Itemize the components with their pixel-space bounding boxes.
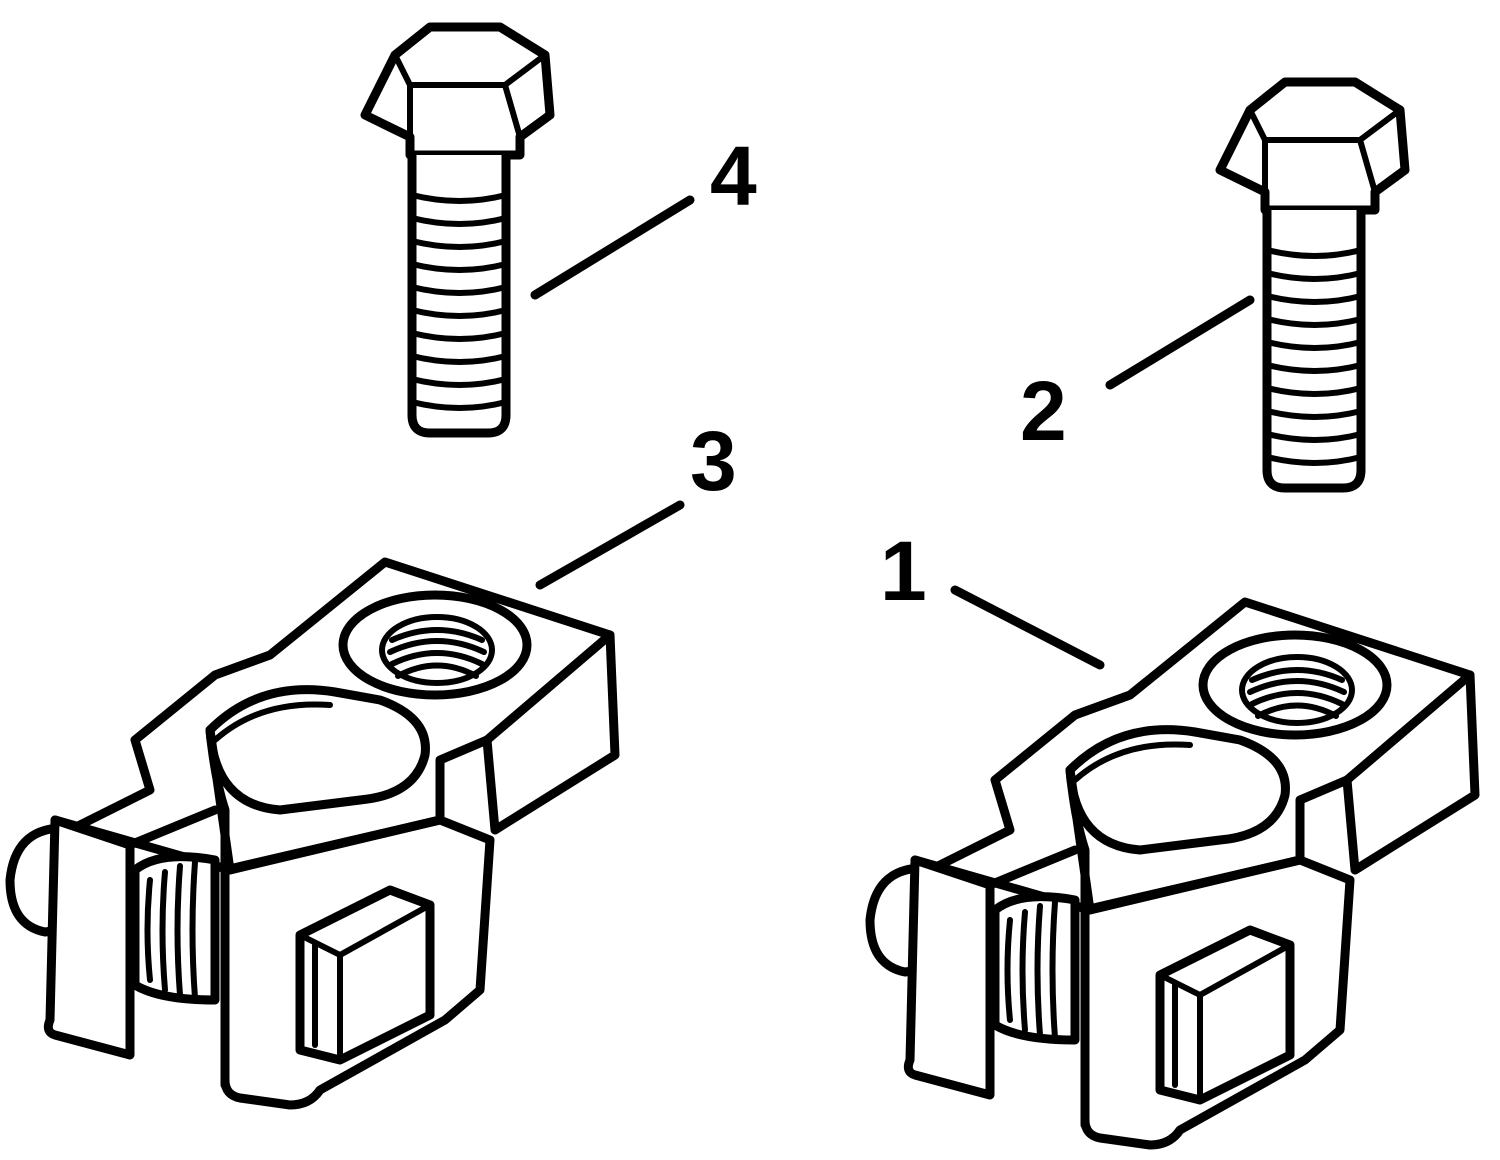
leader-line-4	[530, 195, 695, 300]
bolt-2	[1220, 82, 1405, 488]
bolt-4	[365, 27, 550, 433]
callout-1: 1	[880, 524, 927, 618]
leader-line-3	[535, 500, 685, 590]
callout-4: 4	[710, 129, 757, 223]
callout-3: 3	[690, 414, 737, 508]
callout-2: 2	[1020, 364, 1067, 458]
clamp-3	[10, 562, 615, 1105]
leader-line-1	[950, 585, 1105, 670]
clamp-1	[870, 602, 1475, 1145]
leader-line-2	[1105, 295, 1255, 390]
